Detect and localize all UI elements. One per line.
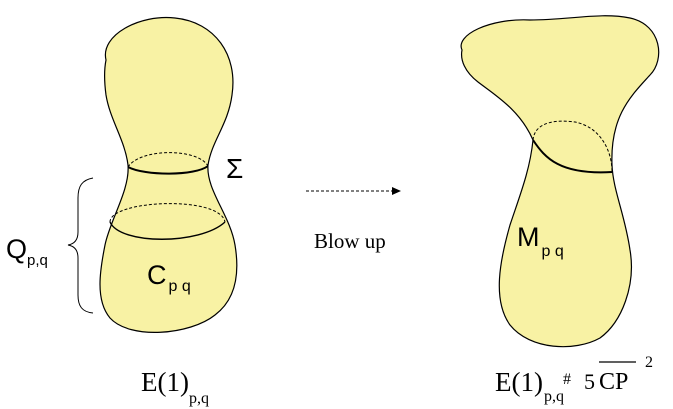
left-caption-subscript: p,q: [189, 390, 209, 407]
arrow-head: [392, 187, 401, 195]
exceptional-circle-front: [532, 139, 613, 174]
right-manifold: [460, 15, 660, 348]
left-manifold: [99, 16, 238, 333]
exceptional-circle-back: [532, 120, 613, 173]
blow-up-label: Blow up: [314, 229, 386, 253]
right-caption-superscript: 2: [645, 354, 653, 371]
sigma-circle-back: [127, 152, 209, 168]
sigma-circle-front: [127, 165, 209, 175]
cpq-boundary-back: [109, 203, 226, 223]
q-brace: [67, 177, 94, 314]
right-caption-five: 5: [584, 369, 595, 394]
q-label-subscript: p,q: [27, 252, 48, 269]
right-caption-hash: #: [563, 371, 571, 388]
right-caption-subscript: p,q: [544, 388, 564, 405]
right-caption-cp: CP: [599, 369, 628, 395]
left-manifold-body: [99, 16, 238, 333]
cpq-label-subscript: p q: [169, 278, 191, 295]
q-label: Qp,q: [6, 234, 48, 269]
blow-up-arrow: [306, 187, 401, 195]
mpq-label-subscript: p q: [542, 243, 564, 260]
right-caption-main: E(1): [495, 367, 543, 397]
left-caption: E(1)p,q: [141, 367, 209, 407]
cpq-boundary-front: [109, 221, 226, 240]
sigma-label: Σ: [226, 153, 243, 184]
right-manifold-body: [460, 15, 660, 348]
